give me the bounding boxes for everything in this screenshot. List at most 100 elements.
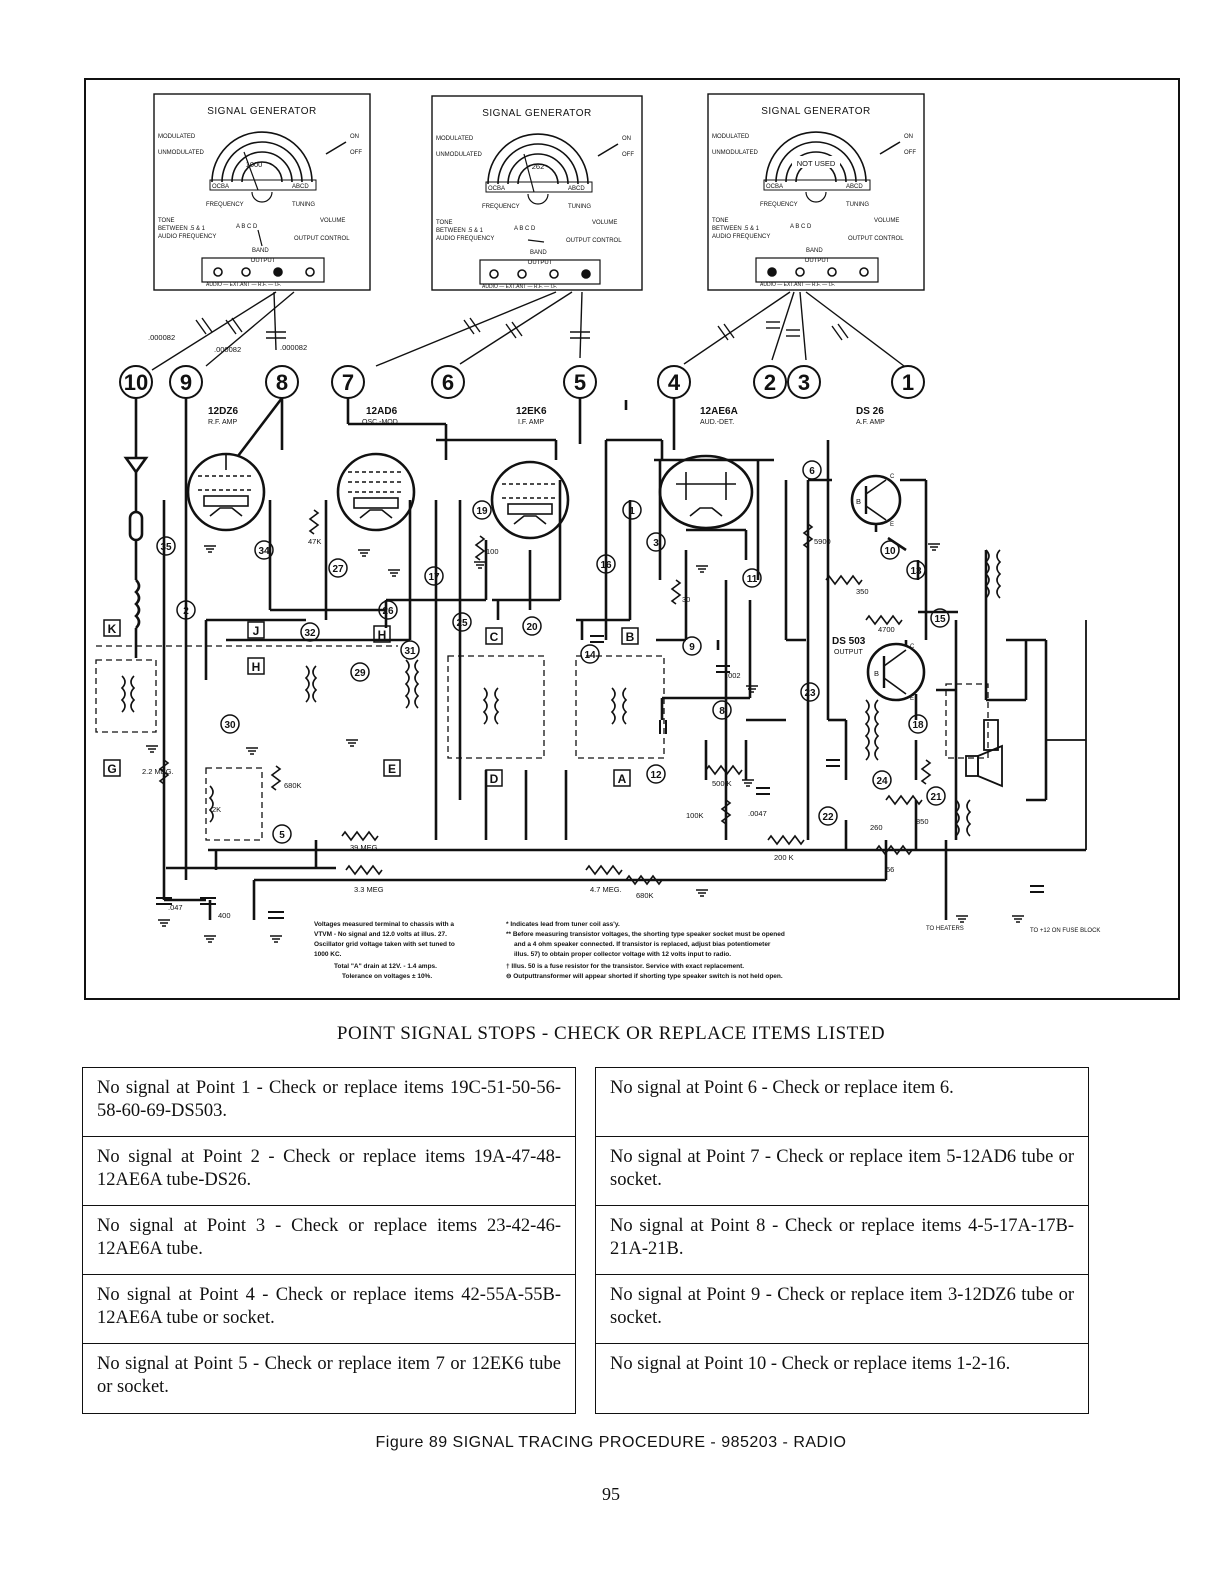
- svg-text:BAND: BAND: [530, 250, 547, 256]
- svg-text:262: 262: [532, 162, 545, 171]
- tube-12ek6-icon: [490, 460, 570, 540]
- svg-text:OCBA: OCBA: [766, 184, 783, 190]
- svg-text:VOLUME: VOLUME: [320, 218, 345, 224]
- svg-text:UNMODULATED: UNMODULATED: [436, 152, 483, 158]
- svg-text:22: 22: [822, 812, 834, 823]
- tube-12dz6-icon: [186, 452, 266, 532]
- svg-text:4: 4: [668, 370, 681, 395]
- part-badge: 20: [522, 616, 542, 636]
- transistor-ds503-icon: B C E: [866, 642, 926, 702]
- svg-text:⊖ Outputtransformer will appea: ⊖ Outputtransformer will appear shorted …: [506, 973, 783, 980]
- value-label: 2.2 MEG.: [142, 767, 174, 776]
- svg-text:ON: ON: [622, 136, 631, 142]
- svg-text:10: 10: [124, 370, 148, 395]
- transistor-ds26-icon: B C E: [850, 474, 902, 528]
- test-point-10[interactable]: 10: [119, 365, 153, 399]
- part-badge: 3: [646, 532, 666, 552]
- svg-text:BAND: BAND: [252, 248, 269, 254]
- svg-text:SIGNAL GENERATOR: SIGNAL GENERATOR: [761, 106, 871, 117]
- svg-text:ABCD: ABCD: [292, 184, 309, 190]
- tube-12ae6a-icon: [658, 454, 754, 530]
- svg-text:I.F. AMP: I.F. AMP: [518, 419, 544, 426]
- signal-stop-point-2: No signal at Point 2 - Check or replace …: [83, 1137, 575, 1206]
- speaker-icon: [965, 620, 1087, 850]
- svg-text:VOLUME: VOLUME: [874, 218, 899, 224]
- box-letter-g: G: [103, 759, 121, 777]
- test-point-8[interactable]: 8: [265, 365, 299, 399]
- svg-text:18: 18: [912, 720, 924, 731]
- svg-text:9: 9: [689, 642, 695, 653]
- signal-generator-3: SIGNAL GENERATOR MODULATED UNMODULATED O…: [707, 93, 925, 291]
- svg-text:B: B: [626, 630, 635, 644]
- section-heading: POINT SIGNAL STOPS - CHECK OR REPLACE IT…: [336, 1023, 886, 1044]
- svg-text:TUNING: TUNING: [292, 202, 315, 208]
- svg-text:12AE6A: 12AE6A: [700, 406, 738, 417]
- part-badge: 1: [622, 500, 642, 520]
- svg-text:H: H: [252, 660, 261, 674]
- part-badge: 27: [328, 558, 348, 578]
- test-point-5[interactable]: 5: [563, 365, 597, 399]
- svg-text:E: E: [388, 762, 396, 776]
- svg-text:20: 20: [526, 622, 538, 633]
- to-fuse-block-label: TO +12 ON FUSE BLOCK: [1030, 928, 1100, 934]
- svg-text:A B C D: A B C D: [790, 224, 812, 230]
- svg-text:ON: ON: [904, 134, 913, 140]
- shield-outlines: [95, 645, 989, 841]
- coils: [120, 549, 1002, 837]
- test-point-6[interactable]: 6: [431, 365, 465, 399]
- sg-off: OFF: [350, 150, 362, 156]
- svg-text:OUTPUT CONTROL: OUTPUT CONTROL: [848, 236, 904, 242]
- cap-label: .000082: [148, 333, 175, 342]
- value-label: 2K: [212, 805, 221, 814]
- test-point-4[interactable]: 4: [657, 365, 691, 399]
- svg-text:AUDIO FREQUENCY: AUDIO FREQUENCY: [712, 234, 770, 240]
- test-point-3[interactable]: 3: [787, 365, 821, 399]
- svg-text:ABCD: ABCD: [568, 186, 585, 192]
- part-badge: 25: [452, 612, 472, 632]
- svg-text:BETWEEN .5 & 1: BETWEEN .5 & 1: [436, 228, 484, 234]
- box-letter-b: B: [621, 627, 639, 645]
- part-badge: 10: [880, 540, 900, 560]
- notes-left: Voltages measured terminal to chassis wi…: [314, 921, 455, 980]
- svg-text:NOT USED: NOT USED: [797, 159, 836, 168]
- svg-text:15: 15: [934, 614, 946, 625]
- signal-stop-point-6: No signal at Point 6 - Check or replace …: [596, 1068, 1088, 1137]
- part-badge: 18: [908, 714, 928, 734]
- signal-generator-1: SIGNAL GENERATOR MODULATED UNMODULATED O…: [153, 93, 371, 291]
- value-label: 680K: [284, 781, 302, 790]
- part-badge: 2: [176, 600, 196, 620]
- svg-text:BETWEEN .5 & 1: BETWEEN .5 & 1: [158, 226, 206, 232]
- svg-text:TONE: TONE: [436, 220, 453, 226]
- svg-text:J: J: [253, 624, 260, 638]
- svg-text:VOLUME: VOLUME: [592, 220, 617, 226]
- test-point-1[interactable]: 1: [891, 365, 925, 399]
- svg-text:12: 12: [650, 770, 662, 781]
- cap-label: .000082: [214, 345, 241, 354]
- test-point-2[interactable]: 2: [753, 365, 787, 399]
- value-label: 100K: [686, 811, 704, 820]
- value-label: 4700: [878, 625, 895, 634]
- signal-stop-point-1: No signal at Point 1 - Check or replace …: [83, 1068, 575, 1137]
- svg-text:G: G: [107, 762, 116, 776]
- value-label: 30: [682, 595, 690, 604]
- dial-pointer-icon: [523, 153, 535, 193]
- part-badge: 14: [580, 644, 600, 664]
- part-badge: 24: [872, 770, 892, 790]
- svg-text:OFF: OFF: [622, 152, 634, 158]
- part-badge: 22: [818, 806, 838, 826]
- svg-text:Oscillator grid voltage taken: Oscillator grid voltage taken with set t…: [314, 941, 455, 948]
- svg-text:E: E: [910, 696, 914, 702]
- signal-stop-point-7: No signal at Point 7 - Check or replace …: [596, 1137, 1088, 1206]
- figure-caption: Figure 89 SIGNAL TRACING PROCEDURE - 985…: [375, 1434, 847, 1451]
- signal-stop-point-3: No signal at Point 3 - Check or replace …: [83, 1206, 575, 1275]
- svg-text:OCBA: OCBA: [488, 186, 505, 192]
- test-point-9[interactable]: 9: [169, 365, 203, 399]
- signal-stop-point-8: No signal at Point 8 - Check or replace …: [596, 1206, 1088, 1275]
- svg-text:TUNING: TUNING: [846, 202, 869, 208]
- svg-text:27: 27: [332, 564, 344, 575]
- svg-text:23: 23: [804, 688, 816, 699]
- svg-text:D: D: [490, 772, 499, 786]
- test-point-7[interactable]: 7: [331, 365, 365, 399]
- svg-text:14: 14: [584, 650, 596, 661]
- svg-text:11: 11: [747, 574, 758, 585]
